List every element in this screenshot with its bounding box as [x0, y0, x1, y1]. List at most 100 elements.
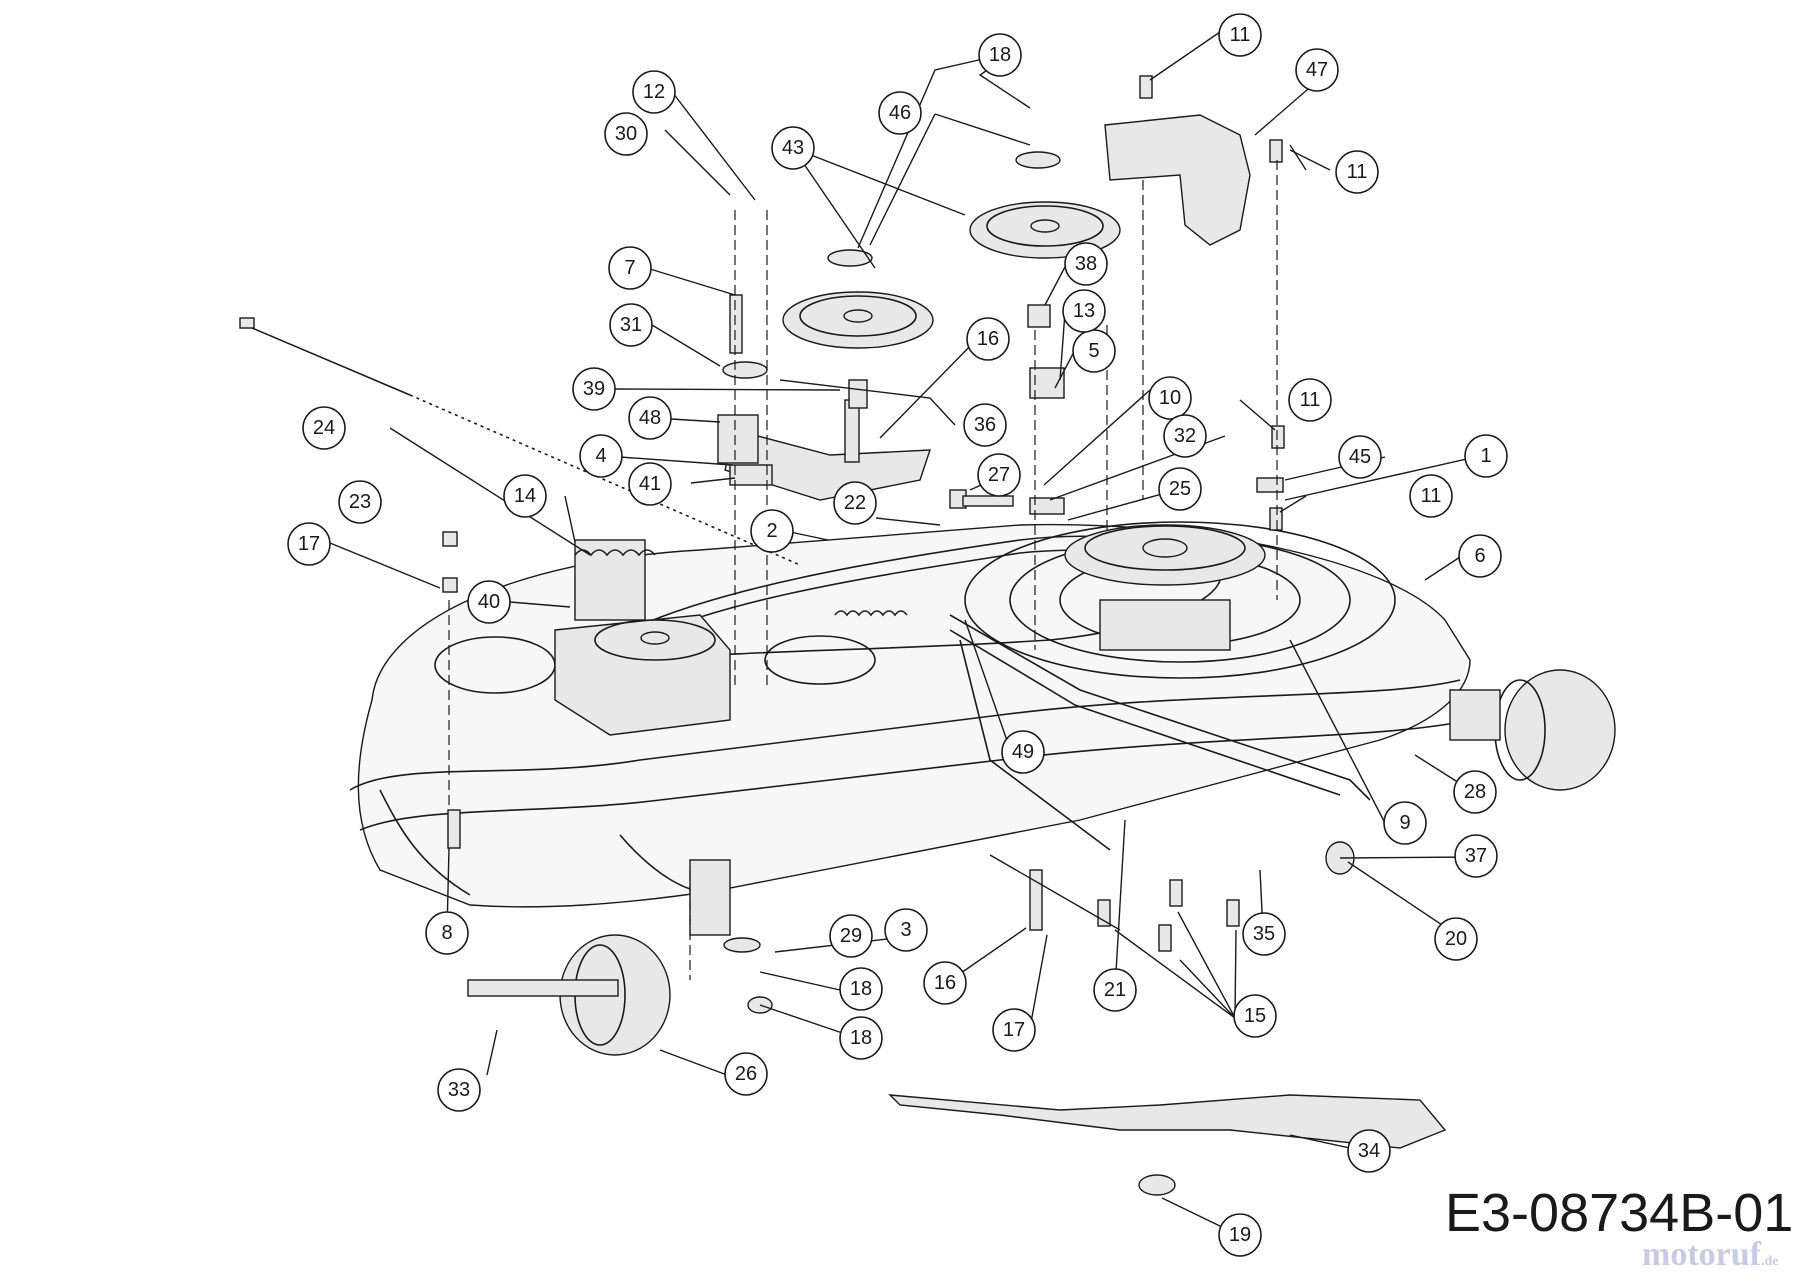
svg-text:8: 8	[441, 922, 452, 944]
svg-text:13: 13	[1073, 300, 1095, 322]
callout-40: 40	[467, 580, 511, 624]
svg-text:22: 22	[844, 492, 866, 514]
callout-47: 47	[1295, 48, 1339, 92]
callout-5: 5	[1072, 329, 1116, 373]
svg-text:18: 18	[850, 978, 872, 1000]
svg-text:1: 1	[1480, 445, 1491, 467]
drawing-code: E3-08734B-01	[1445, 1183, 1794, 1243]
callout-22: 22	[833, 481, 877, 525]
callout-7: 7	[608, 246, 652, 290]
lift-rod	[949, 614, 1371, 851]
svg-text:32: 32	[1174, 425, 1196, 447]
watermark-tld: .de	[1760, 1254, 1779, 1269]
spindle-pulley-right	[1064, 524, 1266, 651]
callout-18-c: 18	[839, 1016, 883, 1060]
callout-3: 3	[884, 908, 928, 952]
callout-16-b: 16	[923, 961, 967, 1005]
svg-text:5: 5	[1088, 340, 1099, 362]
svg-text:49: 49	[1012, 741, 1034, 763]
svg-text:24: 24	[313, 417, 335, 439]
svg-text:35: 35	[1253, 923, 1275, 945]
svg-text:29: 29	[840, 925, 862, 947]
callout-17-a: 17	[287, 522, 331, 566]
callout-13: 13	[1062, 289, 1106, 333]
svg-text:25: 25	[1169, 478, 1191, 500]
callout-45: 45	[1338, 435, 1382, 479]
svg-text:19: 19	[1229, 1224, 1251, 1246]
svg-text:20: 20	[1445, 928, 1467, 950]
svg-text:11: 11	[1347, 161, 1368, 183]
callout-11-c: 11	[1288, 378, 1332, 422]
svg-text:48: 48	[639, 407, 661, 429]
svg-text:11: 11	[1421, 485, 1442, 507]
svg-text:11: 11	[1300, 389, 1321, 411]
callout-1: 1	[1464, 434, 1508, 478]
callout-20: 20	[1434, 917, 1478, 961]
mower-blade	[888, 1094, 1447, 1149]
svg-text:30: 30	[615, 123, 637, 145]
svg-text:10: 10	[1159, 387, 1181, 409]
svg-text:31: 31	[620, 314, 642, 336]
callout-19: 19	[1218, 1213, 1262, 1257]
svg-text:47: 47	[1306, 59, 1328, 81]
callout-32: 32	[1163, 414, 1207, 458]
svg-text:9: 9	[1399, 812, 1410, 834]
svg-text:43: 43	[782, 137, 804, 159]
callout-49: 49	[1001, 730, 1045, 774]
svg-text:23: 23	[349, 491, 371, 513]
deck-housing	[349, 521, 1471, 908]
svg-text:46: 46	[889, 102, 911, 124]
svg-text:37: 37	[1465, 845, 1487, 867]
callout-30: 30	[604, 112, 648, 156]
callout-17-b: 17	[992, 1008, 1036, 1052]
callout-29: 29	[829, 914, 873, 958]
svg-text:36: 36	[974, 414, 996, 436]
callout-21: 21	[1093, 968, 1137, 1012]
svg-text:27: 27	[988, 464, 1010, 486]
callout-14: 14	[503, 474, 547, 518]
svg-text:14: 14	[514, 485, 536, 507]
spindle-housing-left	[554, 539, 731, 736]
callout-4: 4	[579, 434, 623, 478]
callout-18-a: 18	[978, 33, 1022, 77]
callout-31: 31	[609, 303, 653, 347]
callout-46: 46	[878, 91, 922, 135]
callout-33: 33	[437, 1068, 481, 1112]
callout-39: 39	[572, 367, 616, 411]
svg-text:17: 17	[1003, 1019, 1025, 1041]
svg-text:16: 16	[977, 328, 999, 350]
svg-text:41: 41	[639, 473, 661, 495]
callout-10: 10	[1148, 376, 1192, 420]
svg-text:3: 3	[900, 919, 911, 941]
svg-text:17: 17	[298, 533, 320, 555]
callout-48: 48	[628, 396, 672, 440]
callout-25: 25	[1158, 467, 1202, 511]
svg-text:40: 40	[478, 591, 500, 613]
callout-37: 37	[1454, 834, 1498, 878]
svg-text:18: 18	[850, 1027, 872, 1049]
svg-text:2: 2	[766, 520, 777, 542]
svg-text:15: 15	[1244, 1005, 1266, 1027]
svg-text:11: 11	[1230, 24, 1251, 46]
deck-hanger-bracket	[1104, 114, 1251, 246]
callout-2: 2	[750, 509, 794, 553]
svg-text:45: 45	[1349, 446, 1371, 468]
svg-text:38: 38	[1075, 253, 1097, 275]
callout-28: 28	[1453, 770, 1497, 814]
idler-pulley-left	[782, 249, 934, 349]
idler-bracket	[717, 399, 931, 501]
callouts: 1 2 3 4 5 6 7 8 9 10 11 11 11 11 12 13 1…	[287, 13, 1508, 1257]
svg-text:4: 4	[595, 445, 606, 467]
svg-text:34: 34	[1358, 1140, 1380, 1162]
callout-12: 12	[632, 70, 676, 114]
svg-text:6: 6	[1474, 545, 1485, 567]
callout-11-b: 11	[1335, 150, 1379, 194]
spring-25	[834, 610, 908, 617]
svg-text:28: 28	[1464, 781, 1486, 803]
gauge-wheel-right	[1449, 669, 1616, 791]
watermark-logo: motoruf.de	[1642, 1236, 1778, 1274]
callout-38: 38	[1064, 242, 1108, 286]
callout-36: 36	[963, 403, 1007, 447]
callout-6: 6	[1458, 534, 1502, 578]
